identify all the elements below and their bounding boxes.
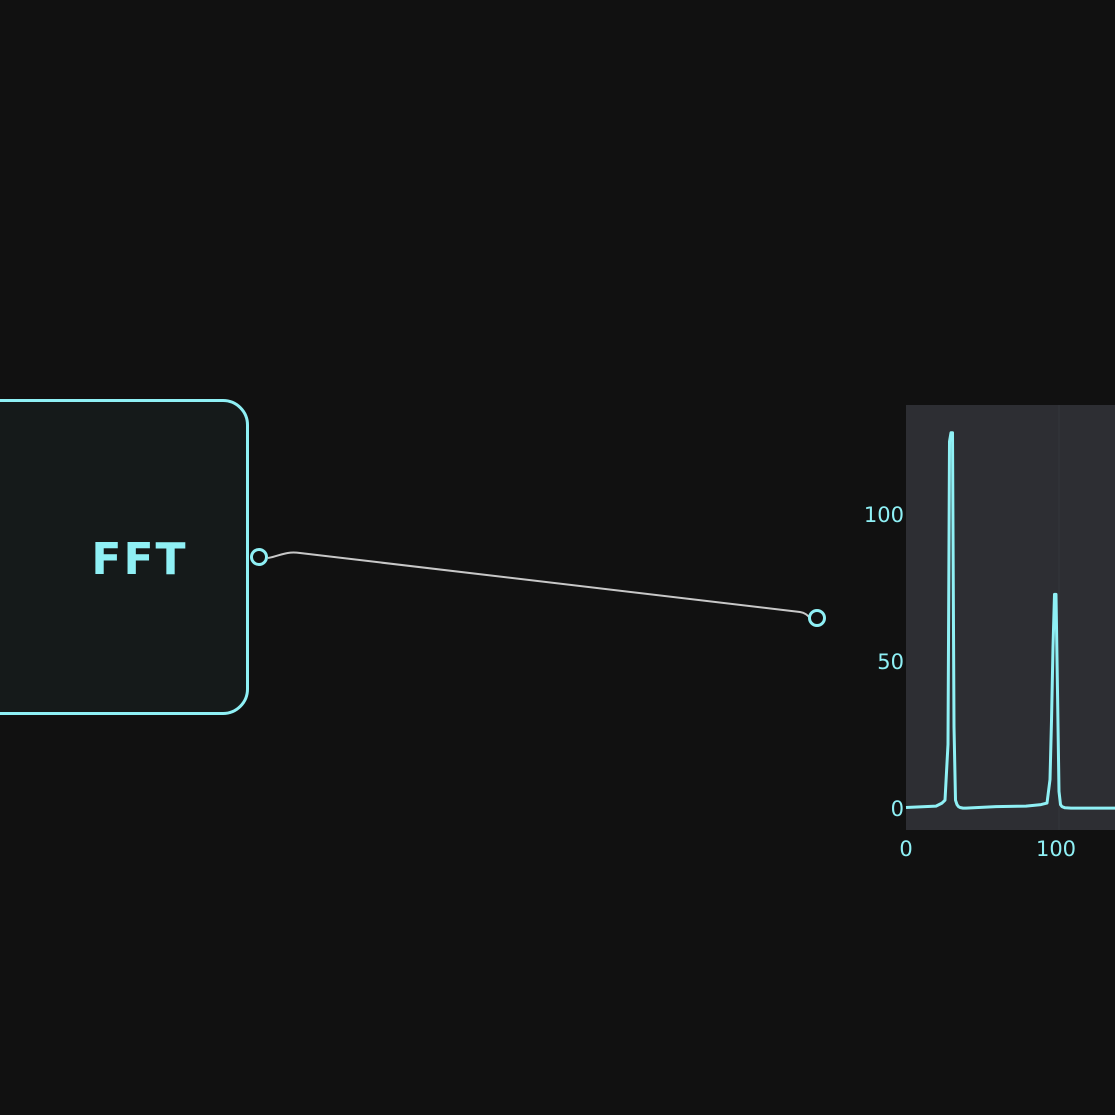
y-tick-label-0: 0 (891, 797, 904, 821)
spectrum-series-line (905, 431, 1115, 810)
x-tick-label-0: 0 (899, 837, 912, 861)
y-tick-label-100: 100 (864, 503, 904, 527)
input-port[interactable] (808, 609, 826, 627)
x-axis-ticks: 0 100 (899, 837, 1076, 861)
connection-wire[interactable] (267, 551, 811, 619)
plot-area (906, 405, 1115, 830)
y-tick-label-50: 50 (877, 650, 904, 674)
y-axis-ticks: 0 50 100 (864, 503, 904, 821)
x-tick-label-100: 100 (1036, 837, 1076, 861)
fft-node[interactable]: FFT (0, 399, 249, 715)
output-port[interactable] (250, 548, 268, 566)
node-title: FFT (91, 534, 188, 585)
